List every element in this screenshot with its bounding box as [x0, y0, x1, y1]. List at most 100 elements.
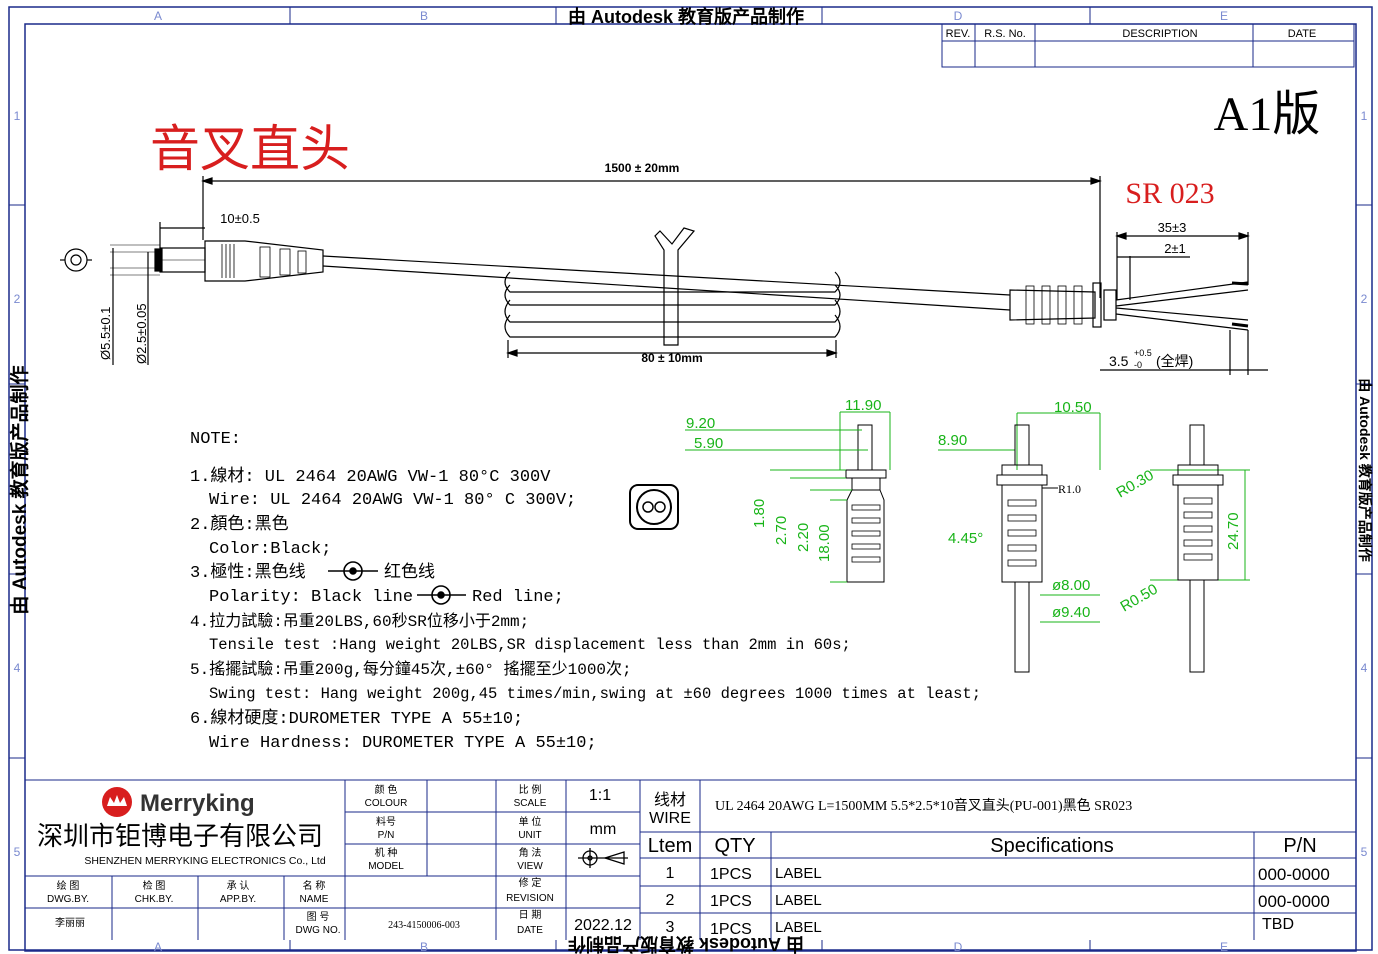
note-line-4: 4.拉力試驗:吊重20LBS,60秒SR位移小于2mm;	[190, 612, 529, 631]
dim-strip-short: 2±1	[1164, 241, 1186, 256]
appby-label-en: APP.BY.	[220, 894, 256, 905]
note-line-3-en: Polarity: Black line	[209, 588, 413, 607]
zone-col-b-bottom: B	[420, 940, 428, 954]
unit-label-cn: 单 位	[519, 815, 542, 828]
detail-view-2	[996, 424, 1058, 673]
dim-4-45: 4.45°	[948, 530, 983, 547]
dwgno-label-en: DWG NO.	[296, 925, 341, 936]
zone-col-a: A	[154, 9, 162, 23]
zone-row-5-right: 5	[1361, 845, 1368, 859]
dim-8-00: ø8.00	[1052, 577, 1090, 594]
merryking-logo	[102, 787, 132, 817]
dim-r1-0: R1.0	[1058, 482, 1081, 496]
note-line-5-en: Swing test: Hang weight 200g,45 times/mi…	[209, 685, 981, 703]
version-label: A1版	[1214, 88, 1321, 141]
revision-table: REV. R.S. No. DESCRIPTION DATE	[941, 23, 1355, 68]
view-label-cn: 角 法	[519, 846, 542, 859]
bom-row: 3 1PCS LABEL TBD	[666, 916, 1294, 938]
polarity-symbol	[328, 561, 466, 605]
notes-block: NOTE: 1.線材: UL 2464 20AWG VW-1 80°C 300V…	[190, 430, 981, 753]
dim-tin-length: 3.5	[1109, 353, 1129, 369]
note-line-1-en: Wire: UL 2464 20AWG VW-1 80° C 300V;	[209, 491, 576, 510]
dim-18-00: 18.00	[816, 524, 833, 562]
zone-col-e-bottom: E	[1220, 940, 1228, 954]
rev-header-date: DATE	[1288, 28, 1317, 40]
bom-table: Ltem QTY Specifications P/N	[648, 835, 1317, 857]
view-label-en: VIEW	[517, 861, 543, 872]
company-en: SHENZHEN MERRYKING ELECTRONICS Co., Ltd	[84, 855, 326, 867]
notes-heading: NOTE:	[190, 430, 241, 449]
note-line-4-en: Tensile test :Hang weight 20LBS,SR displ…	[209, 636, 851, 654]
zone-col-d-bottom: D	[954, 940, 963, 954]
revision-label-en: REVISION	[506, 893, 554, 904]
zone-col-e: E	[1220, 9, 1228, 23]
pn-label-cn: 料号	[376, 815, 396, 828]
bom-header-item: Ltem	[648, 835, 692, 857]
bom-qty: 1PCS	[710, 866, 752, 883]
bom-header-qty: QTY	[714, 835, 755, 857]
drawing-title: 音叉直头	[150, 121, 350, 177]
title-block	[25, 779, 1356, 940]
appby-label-cn: 承 认	[227, 879, 250, 892]
dim-r0-50: R0.50	[1118, 581, 1161, 616]
note-line-3-red: 红色线	[384, 562, 435, 583]
dim-total-length: 1500 ± 20mm	[605, 161, 680, 175]
dim-8-90: 8.90	[938, 432, 967, 449]
bom-row: 1 1PCS LABEL 000-0000	[666, 865, 1330, 884]
dim-tin-tol-minus: -0	[1134, 360, 1142, 370]
note-line-2: 2.顏色:黑色	[190, 514, 289, 535]
bom-item: 1	[666, 865, 675, 882]
dim-coil-length: 80 ± 10mm	[641, 351, 702, 365]
note-line-6-en: Wire Hardness: DUROMETER TYPE A 55±10;	[209, 734, 597, 753]
rev-header-rev: REV.	[946, 28, 971, 40]
scale-label-en: SCALE	[514, 798, 547, 809]
watermark-left: 由 Autodesk 教育版产品制作	[8, 365, 31, 614]
zone-row-1: 1	[14, 109, 21, 123]
note-line-3: 3.極性:黑色线	[190, 562, 306, 583]
dim-1-80: 1.80	[751, 499, 768, 528]
note-line-1: 1.線材: UL 2464 20AWG VW-1 80°C 300V	[190, 466, 551, 487]
zone-row-4: 4	[14, 661, 21, 675]
drawer-name: 李丽丽	[55, 916, 85, 929]
bom-spec: LABEL	[775, 919, 822, 936]
dim-2-70: 2.70	[773, 516, 790, 545]
cable-drawing	[60, 176, 1268, 375]
scale-label-cn: 比 例	[519, 783, 542, 796]
dim-2-20: 2.20	[795, 523, 812, 552]
name-label-en: NAME	[300, 894, 329, 905]
bom-item: 2	[666, 892, 675, 909]
date-value: 2022.12	[574, 917, 632, 934]
bom-spec: LABEL	[775, 865, 822, 882]
bom-pn: TBD	[1262, 916, 1294, 933]
end-view-symbol	[629, 484, 679, 530]
chkby-label-en: CHK.BY.	[135, 894, 174, 905]
colour-label-en: COLOUR	[365, 798, 408, 809]
dwgno-label-cn: 图 号	[307, 911, 330, 923]
dim-9-20: 9.20	[686, 415, 715, 432]
dim-strip-length: 35±3	[1158, 220, 1187, 235]
rev-header-rsno: R.S. No.	[984, 28, 1026, 40]
bom-qty: 1PCS	[710, 921, 752, 938]
note-line-2-en: Color:Black;	[209, 540, 331, 559]
colour-label-cn: 颜 色	[375, 783, 398, 796]
bom-header-pn: P/N	[1283, 835, 1316, 857]
zone-row-4-right: 4	[1361, 661, 1368, 675]
date-label-en: DATE	[517, 925, 543, 936]
pn-label-en: P/N	[378, 830, 395, 841]
watermark-bottom: 由 Autodesk 教育版产品制作	[568, 934, 804, 954]
note-line-3-en-red: Red line;	[472, 588, 564, 607]
dwg-number: 243-4150006-003	[388, 920, 460, 931]
detail-view-1	[845, 424, 887, 583]
dim-5-90: 5.90	[694, 435, 723, 452]
detail-view-3	[1172, 424, 1224, 673]
inner-border	[24, 23, 1357, 952]
dim-plug-length: 10±0.5	[220, 211, 260, 226]
zone-col-d: D	[954, 9, 963, 23]
model-label-en: MODEL	[368, 861, 404, 872]
watermark-right: 由 Autodesk 教育版产品制作	[1357, 378, 1373, 562]
dim-inner-diameter: Ø2.5±0.05	[134, 303, 149, 364]
note-line-6: 6.線材硬度:DUROMETER TYPE A 55±10;	[190, 708, 523, 729]
zone-row-1-right: 1	[1361, 109, 1368, 123]
name-label-cn: 名 称	[303, 879, 326, 892]
